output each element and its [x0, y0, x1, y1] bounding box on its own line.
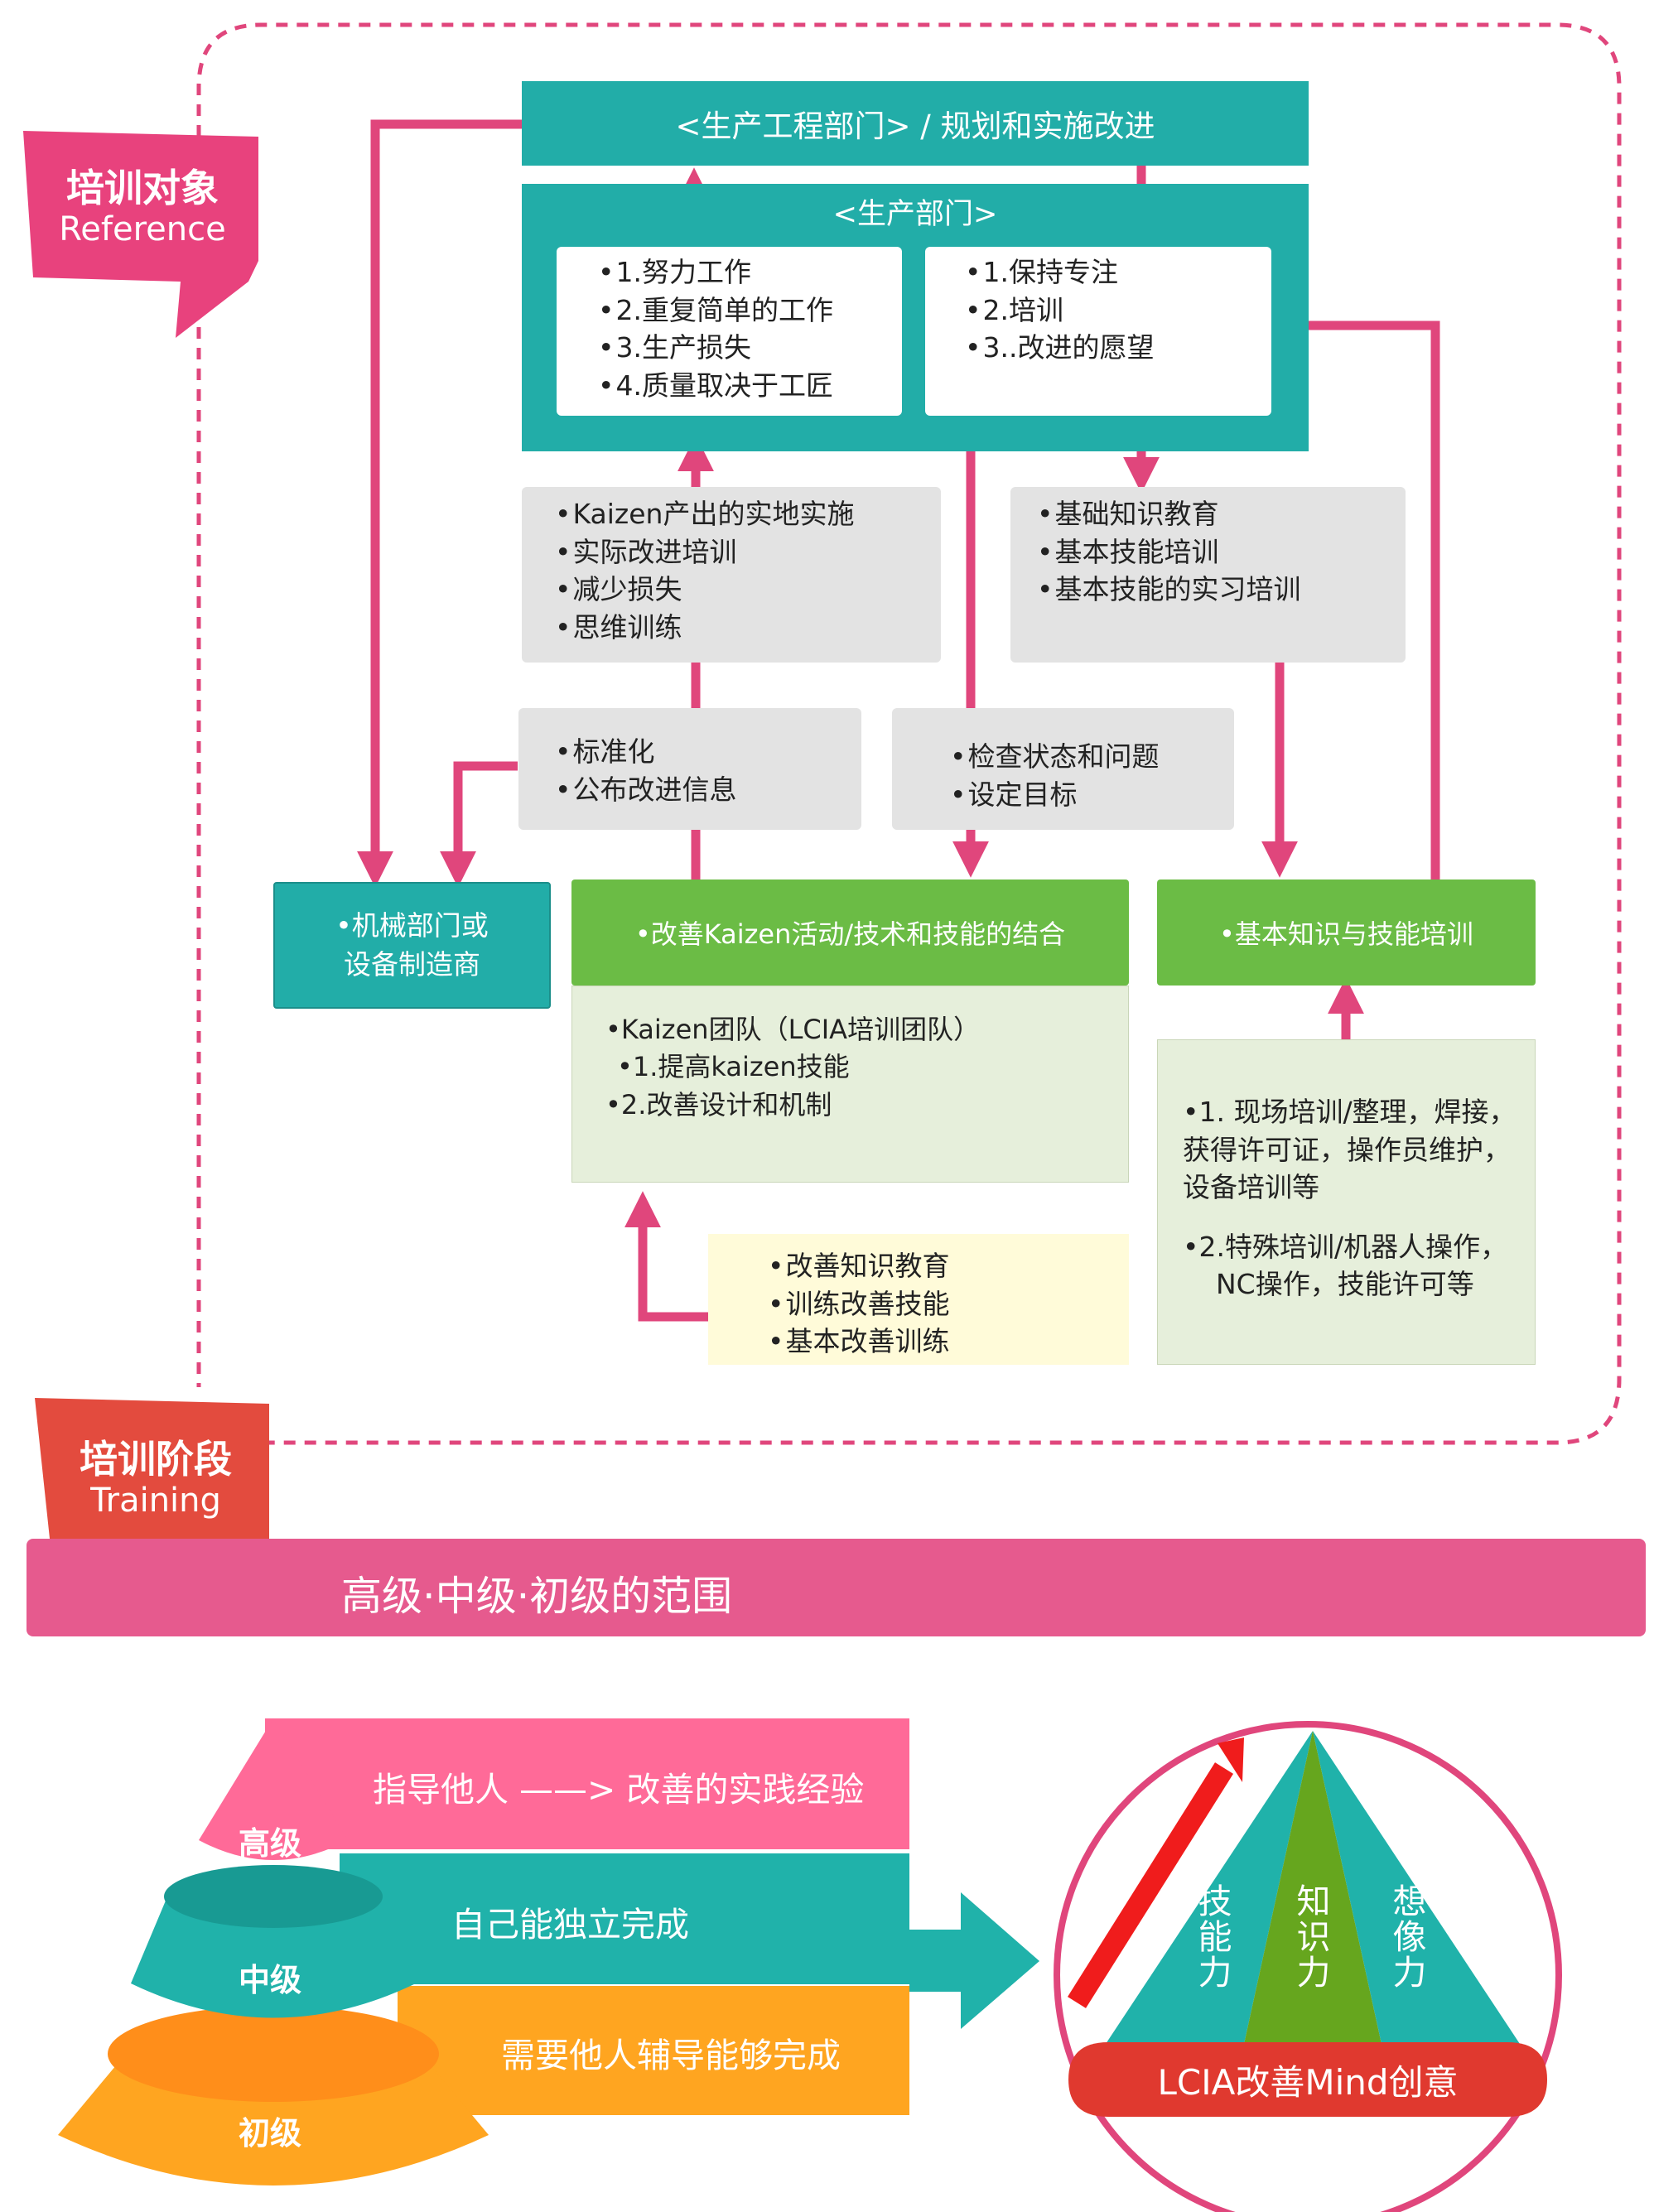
tier-intermediate-cone [131, 1901, 416, 2018]
list-item: 基本改善训练 [768, 1323, 1129, 1361]
red-growth-arrow [1067, 1762, 1234, 2008]
training-line-2: 获得许可证，操作员维护， [1183, 1133, 1511, 1166]
range-bar-title: 高级·中级·初级的范围 [341, 1573, 733, 1620]
kaizen-knowledge-bullets: 改善知识教育 训练改善技能 基本改善训练 [768, 1247, 1129, 1361]
standardization-box: 标准化 公布改进信息 [518, 708, 861, 830]
kaizen-activity-body: •Kaizen团队（LCIA培训团队） •1.提高kaizen技能 •2.改善设… [571, 986, 1129, 1183]
arrow-top-to-machinery [357, 119, 522, 888]
triangle-right [1313, 1731, 1520, 2044]
list-item: 减少损失 [555, 571, 941, 609]
skill-power-label: 技能力 [1198, 1882, 1232, 1993]
arrow-knowledge-to-kaizen [624, 1191, 708, 1322]
training-line-1: •1. 现场培训/整理，焊接， [1183, 1096, 1517, 1128]
standardization-bullets: 标准化 公布改进信息 [555, 733, 861, 808]
basic-training-header: •基本知识与技能培训 [1157, 879, 1536, 986]
list-item: 实际改进培训 [555, 533, 941, 571]
training-line-5: NC操作，技能许可等 [1216, 1268, 1474, 1301]
training-badge: 培训阶段 Training [56, 1437, 255, 1519]
kaizen-practice-box: Kaizen产出的实地实施 实际改进培训 减少损失 思维训练 [522, 487, 941, 663]
kaizen-practice-bullets: Kaizen产出的实地实施 实际改进培训 减少损失 思维训练 [555, 495, 941, 646]
dashed-frame [196, 22, 1622, 1445]
imagination-power-label: 想像力 [1392, 1882, 1427, 1993]
basic-education-box: 基础知识教育 基本技能培训 基本技能的实习培训 [1010, 487, 1406, 663]
training-badge-subtitle: Training [90, 1482, 221, 1520]
tier-advanced-cone [199, 1718, 348, 1860]
arrow-training-to-right-list [1242, 307, 1440, 879]
arrow-standard-to-machinery [440, 761, 518, 888]
production-left-list: 1.努力工作 2.重复简单的工作 3.生产损失 4.质量取决于工匠 [557, 247, 902, 416]
machinery-line-2: 设备制造商 [344, 947, 480, 981]
tier-beginner-top [108, 2006, 439, 2102]
list-item: 思维训练 [555, 609, 941, 647]
tier-beginner-cone [58, 2060, 489, 2185]
reference-badge: 培训对象 Reference [43, 166, 242, 248]
kaizen-knowledge-box: 改善知识教育 训练改善技能 基本改善训练 [708, 1234, 1129, 1365]
list-item: 2.培训 [965, 292, 1258, 330]
list-item: 1.努力工作 [598, 253, 889, 292]
mind-banner-text: LCIA改善Mind创意 [1157, 2061, 1459, 2103]
machinery-department-box: •机械部门或 设备制造商 [273, 882, 551, 1009]
production-right-bullets: 1.保持专注 2.培训 3..改进的愿望 [965, 253, 1258, 367]
machinery-line-1: •机械部门或 [335, 909, 489, 942]
list-item: 2.重复简单的工作 [598, 292, 889, 330]
kaizen-team-line: •Kaizen团队（LCIA培训团队） [605, 1014, 981, 1045]
tier-intermediate-top [164, 1865, 383, 1928]
production-right-list: 1.保持专注 2.培训 3..改进的愿望 [925, 247, 1271, 416]
tier-intermediate-label: 中级 [239, 1962, 302, 1998]
kaizen-design-line: •2.改善设计和机制 [605, 1088, 832, 1120]
range-bar: 高级·中级·初级的范围 [27, 1539, 1646, 1636]
triangle-center [1244, 1731, 1382, 2044]
production-left-bullets: 1.努力工作 2.重复简单的工作 3.生产损失 4.质量取决于工匠 [598, 253, 889, 404]
reference-badge-subtitle: Reference [59, 210, 226, 249]
knowledge-power-label: 知识力 [1296, 1882, 1331, 1993]
list-item: 公布改进信息 [555, 771, 861, 809]
kaizen-activity-header: •改善Kaizen活动/技术和技能的结合 [571, 879, 1129, 986]
reference-badge-title: 培训对象 [66, 166, 219, 210]
list-item: 3.生产损失 [598, 329, 889, 367]
list-item: 检查状态和问题 [950, 738, 1234, 776]
list-item: 3..改进的愿望 [965, 329, 1258, 367]
reference-badge-shape [23, 131, 258, 338]
list-item: 基本技能培训 [1037, 533, 1406, 571]
top-bar-production-engineering: <生产工程部门> / 规划和实施改进 [522, 81, 1309, 166]
tier-beginner-label: 初级 [239, 2115, 302, 2152]
training-line-4: •2.特殊培训/机器人操作， [1183, 1230, 1508, 1263]
list-item: 训练改善技能 [768, 1285, 1129, 1323]
red-growth-arrowhead [1218, 1737, 1244, 1782]
kaizen-skill-line: •1.提高kaizen技能 [617, 1051, 850, 1083]
inspection-box: 检查状态和问题 设定目标 [892, 708, 1234, 830]
production-department-title: <生产部门> [832, 198, 998, 231]
basic-education-bullets: 基础知识教育 基本技能培训 基本技能的实习培训 [1037, 495, 1406, 609]
tier-advanced-label: 高级 [239, 1825, 302, 1862]
list-item: 改善知识教育 [768, 1247, 1129, 1285]
inspection-bullets: 检查状态和问题 设定目标 [950, 738, 1234, 813]
triangle-left [1106, 1731, 1313, 2044]
teal-block-arrow [909, 1892, 1039, 2029]
list-item: 基础知识教育 [1037, 495, 1406, 533]
list-item: 设定目标 [950, 776, 1234, 814]
training-badge-title: 培训阶段 [80, 1437, 232, 1482]
list-item: Kaizen产出的实地实施 [555, 495, 941, 533]
list-item: 1.保持专注 [965, 253, 1258, 292]
banner-shape [1068, 2042, 1547, 2117]
training-line-3: 设备培训等 [1183, 1171, 1319, 1204]
basic-training-body: •1. 现场培训/整理，焊接， 获得许可证，操作员维护， 设备培训等 •2.特殊… [1157, 1039, 1536, 1365]
list-item: 标准化 [555, 733, 861, 771]
list-item: 4.质量取决于工匠 [598, 367, 889, 405]
list-item: 基本技能的实习培训 [1037, 571, 1406, 609]
